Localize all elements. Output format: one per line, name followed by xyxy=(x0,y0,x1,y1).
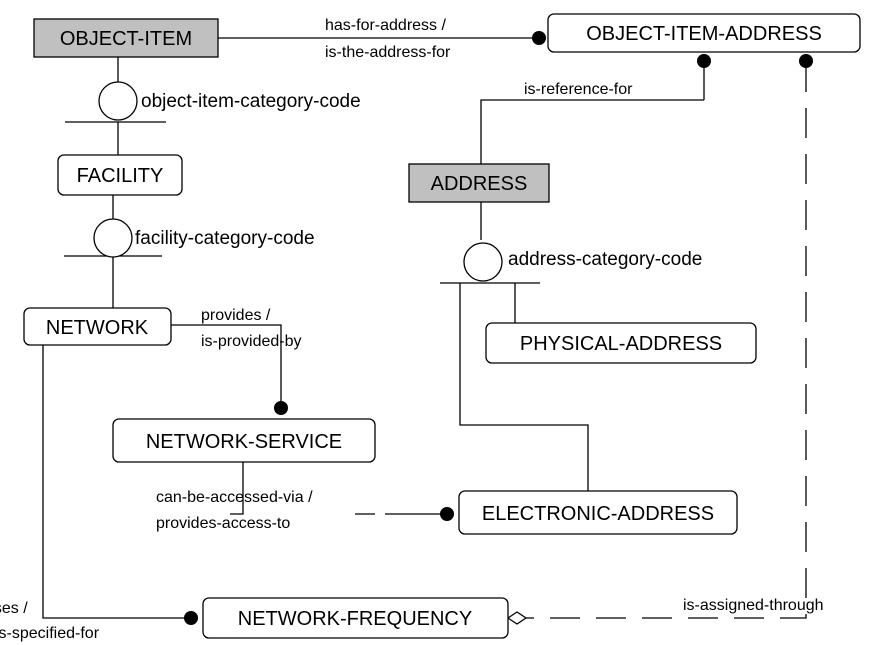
rel-dot-network-service xyxy=(274,401,288,415)
category-label-facility: facility-category-code xyxy=(135,228,315,249)
rel-label-can-be-accessed-1: can-be-accessed-via / xyxy=(156,489,313,506)
rel-dot-object-item-address xyxy=(532,31,546,45)
rel-dot-network-frequency xyxy=(184,611,198,625)
entity-object-item-address: OBJECT-ITEM-ADDRESS xyxy=(547,13,861,53)
entity-box-network xyxy=(23,307,172,346)
rel-label-can-be-accessed-2: provides-access-to xyxy=(156,515,290,532)
category-circle-facility xyxy=(93,218,133,258)
entity-box-electronic-address xyxy=(458,490,738,535)
entity-label-address: ADDRESS xyxy=(431,173,528,195)
entity-address: ADDRESS xyxy=(408,163,550,203)
rel-line-is-assigned-through xyxy=(520,62,807,619)
entity-network-service: NETWORK-SERVICE xyxy=(112,418,376,463)
entity-physical-address: PHYSICAL-ADDRESS xyxy=(485,322,757,364)
entity-box-network-service xyxy=(112,418,376,463)
category-label-object-item: object-item-category-code xyxy=(141,91,361,112)
rel-label-uses-2: is-specified-for xyxy=(0,625,100,642)
entity-box-object-item-address xyxy=(547,13,861,53)
entity-network: NETWORK xyxy=(23,307,172,346)
entity-box-physical-address xyxy=(485,322,757,364)
rel-line-provides xyxy=(171,324,282,401)
entity-label-electronic-address: ELECTRONIC-ADDRESS xyxy=(482,503,714,525)
rel-label-is-reference-for: is-reference-for xyxy=(524,81,633,98)
rel-line-is-reference-for-2 xyxy=(480,99,704,164)
rel-label-is-assigned-through: is-assigned-through xyxy=(683,597,824,614)
entity-label-facility: FACILITY xyxy=(77,165,164,187)
entity-box-address xyxy=(408,163,550,203)
rel-label-provides-2: is-provided-by xyxy=(201,333,301,350)
entity-label-physical-address: PHYSICAL-ADDRESS xyxy=(520,333,722,355)
entity-object-item: OBJECT-ITEM xyxy=(33,18,219,58)
rel-diamond-network-frequency xyxy=(506,611,528,625)
entity-label-network: NETWORK xyxy=(46,317,149,339)
entity-label-network-frequency: NETWORK-FREQUENCY xyxy=(238,608,472,630)
rel-line-to-electronic-address xyxy=(459,283,589,491)
rel-line-uses xyxy=(42,345,185,619)
rel-label-has-for-address-2: is-the-address-for xyxy=(325,44,451,61)
entity-box-object-item xyxy=(33,18,219,58)
entity-facility: FACILITY xyxy=(57,154,183,196)
category-label-address: address-category-code xyxy=(508,249,702,270)
rel-dot-address-ref-2 xyxy=(799,54,813,68)
entity-label-network-service: NETWORK-SERVICE xyxy=(146,431,342,453)
category-circle-object-item xyxy=(98,81,138,121)
rel-label-uses-1: uses / xyxy=(0,600,28,617)
entity-box-network-frequency xyxy=(202,597,509,639)
rel-label-provides-1: provides / xyxy=(201,307,271,324)
entity-network-frequency: NETWORK-FREQUENCY xyxy=(202,597,509,639)
entity-label-object-item-address: OBJECT-ITEM-ADDRESS xyxy=(586,23,822,45)
rel-dot-electronic-address xyxy=(440,507,454,521)
entity-label-object-item: OBJECT-ITEM xyxy=(60,28,192,50)
entity-box-facility xyxy=(57,154,183,196)
rel-label-has-for-address-1: has-for-address / xyxy=(325,17,446,34)
rel-line-can-be-accessed-1 xyxy=(230,462,244,515)
category-circle-address xyxy=(463,242,503,282)
entity-electronic-address: ELECTRONIC-ADDRESS xyxy=(458,490,738,535)
rel-dot-address-ref-1 xyxy=(697,54,711,68)
